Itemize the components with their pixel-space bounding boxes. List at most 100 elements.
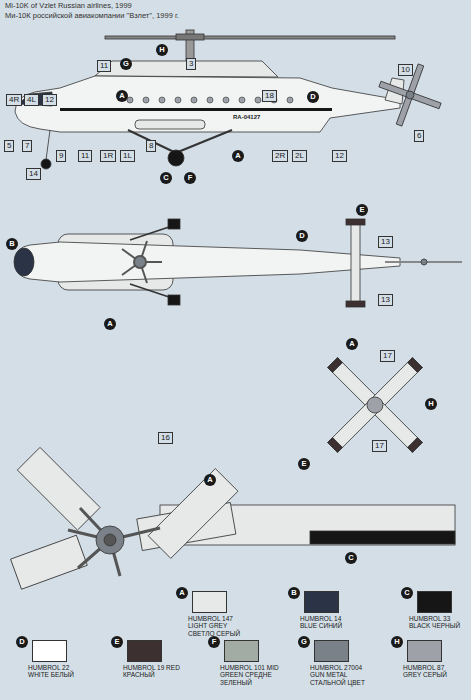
rotor-hub-top [122, 241, 162, 283]
callout-number: 17 [372, 440, 387, 452]
paint-swatch [224, 640, 259, 662]
paint-letter: A [204, 474, 216, 486]
callout-number: 3 [186, 58, 196, 70]
callout-number: 9 [56, 150, 66, 162]
paint-swatch [32, 640, 67, 662]
callout-number: 12 [42, 94, 57, 106]
paint-letter: D [296, 230, 308, 242]
callout-number: 13 [378, 294, 393, 306]
callout-number: 4L [24, 94, 39, 106]
callout-number: 13 [378, 236, 393, 248]
paint-name: HUMBROL 14 BLUE СИНИЙ [300, 615, 360, 630]
paint-letter: A [346, 338, 358, 350]
paint-name: HUMBROL 87 GREY СЕРЫЙ [403, 664, 463, 679]
callout-number: 2R [272, 150, 288, 162]
main-gear-strut [178, 130, 232, 152]
paint-name: HUMBROL 22 WHITE БЕЛЫЙ [28, 664, 88, 679]
paint-letter: D [307, 91, 319, 103]
paint-letter: E [356, 204, 368, 216]
cabin-window [207, 97, 213, 103]
callout-number: 7 [22, 140, 32, 152]
paint-letter: B [6, 238, 18, 250]
cabin-window [175, 97, 181, 103]
title-text: Mi-10K of Vzlet Russian airlines, 1999 [5, 2, 132, 10]
main-gear-strut [128, 130, 174, 152]
paint-swatch [417, 591, 452, 613]
paint-letter: F [208, 636, 220, 648]
paint-letter: E [111, 636, 123, 648]
paint-letter: F [184, 172, 196, 184]
cabin-window [159, 97, 165, 103]
cabin-window [127, 97, 133, 103]
tail-rotor-hub [421, 259, 427, 265]
paint-letter: C [345, 552, 357, 564]
rotor-hub [176, 34, 204, 40]
stabilizer-endplate [346, 219, 365, 225]
paint-letter: C [160, 172, 172, 184]
main-rotor-blade [105, 36, 395, 39]
stabilizer [351, 224, 360, 302]
paint-letter: A [176, 587, 188, 599]
main-wheel [168, 150, 184, 166]
main-rotor-underside [11, 447, 455, 589]
callout-number: 1L [120, 150, 135, 162]
fuselage [15, 76, 400, 132]
callout-number: 14 [26, 168, 41, 180]
cabin-window [255, 97, 261, 103]
callout-number: 11 [97, 60, 111, 72]
fuel-tank [135, 120, 205, 129]
paint-letter: E [298, 458, 310, 470]
fuselage-top [15, 242, 400, 282]
cabin-window [287, 97, 293, 103]
paint-letter: A [104, 318, 116, 330]
paint-letter: B [288, 587, 300, 599]
callout-number: 4R [6, 94, 22, 106]
gear-strut [130, 226, 172, 240]
subtitle-text: Ми-10К российской авиакомпании "Взлет", … [5, 12, 179, 20]
cabin-window [239, 97, 245, 103]
paint-swatch [314, 640, 349, 662]
paint-letter: H [391, 636, 403, 648]
cabin-window [191, 97, 197, 103]
paint-name: HUMBROL 101 MID GREEN СРЕДНЕ ЗЕЛЕНЫЙ [220, 664, 280, 686]
paint-letter: D [16, 636, 28, 648]
wheel [168, 295, 180, 305]
registration-text: RA-04127 [232, 114, 261, 121]
paint-letter: C [401, 587, 413, 599]
callout-number: 18 [262, 90, 277, 102]
gear-strut [130, 284, 172, 298]
callout-number: 6 [414, 130, 424, 142]
paint-letter: G [298, 636, 310, 648]
tail-rotor [379, 64, 441, 126]
top-view [14, 219, 462, 307]
paint-swatch [407, 640, 442, 662]
side-view [15, 30, 441, 169]
cheat-line [60, 108, 332, 111]
callout-number: 1R [100, 150, 116, 162]
callout-number: 11 [78, 150, 92, 162]
callout-number: 17 [380, 350, 395, 362]
paint-name: HUMBROL 147 LIGHT GREY СВЕТЛО СЕРЫЙ [188, 615, 248, 637]
paint-swatch [127, 640, 162, 662]
nose-gear-strut [46, 130, 50, 160]
paint-letter: A [232, 150, 244, 162]
paint-swatch [192, 591, 227, 613]
paint-letter: G [120, 58, 132, 70]
stabilizer-endplate [346, 301, 365, 307]
callout-number: 5 [4, 140, 14, 152]
nose-wheel [41, 159, 51, 169]
paint-letter: H [425, 398, 437, 410]
wheel [168, 219, 180, 229]
callout-number: 8 [146, 140, 156, 152]
paint-letter: H [156, 44, 168, 56]
callout-number: 10 [398, 64, 413, 76]
tail-rotor-front [328, 358, 423, 453]
callout-number: 12 [332, 150, 347, 162]
callout-number: 2L [292, 150, 307, 162]
paint-letter: A [116, 90, 128, 102]
paint-swatch [304, 591, 339, 613]
nose-dome [14, 248, 34, 276]
paint-name: HUMBROL 33 BLACK ЧЕРНЫЙ [409, 615, 469, 630]
paint-name: HUMBROL 19 RED КРАСНЫЙ [123, 664, 183, 679]
paint-name: HUMBROL 27004 GUN METAL СТАЛЬНОЙ ЦВЕТ [310, 664, 370, 686]
